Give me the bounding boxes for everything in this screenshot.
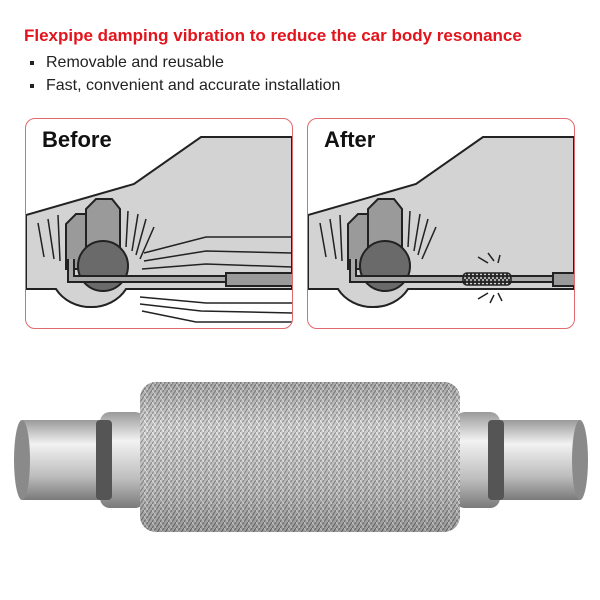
before-car-illustration <box>26 136 292 323</box>
bullet-text: Fast, convenient and accurate installati… <box>46 77 341 94</box>
bullet-item: Fast, convenient and accurate installati… <box>30 77 340 95</box>
bullet-icon <box>30 83 34 88</box>
before-label: Before <box>42 127 112 152</box>
headline: Flexpipe damping vibration to reduce the… <box>24 26 522 45</box>
flexpipe-product-image <box>14 382 588 532</box>
bullet-text: Removable and reusable <box>46 54 224 71</box>
before-panel: Before <box>25 118 293 329</box>
after-car-illustration <box>308 136 574 308</box>
after-label: After <box>324 127 376 152</box>
bullet-icon <box>30 60 34 65</box>
bullet-item: Removable and reusable <box>30 54 224 72</box>
after-panel: After <box>307 118 575 329</box>
